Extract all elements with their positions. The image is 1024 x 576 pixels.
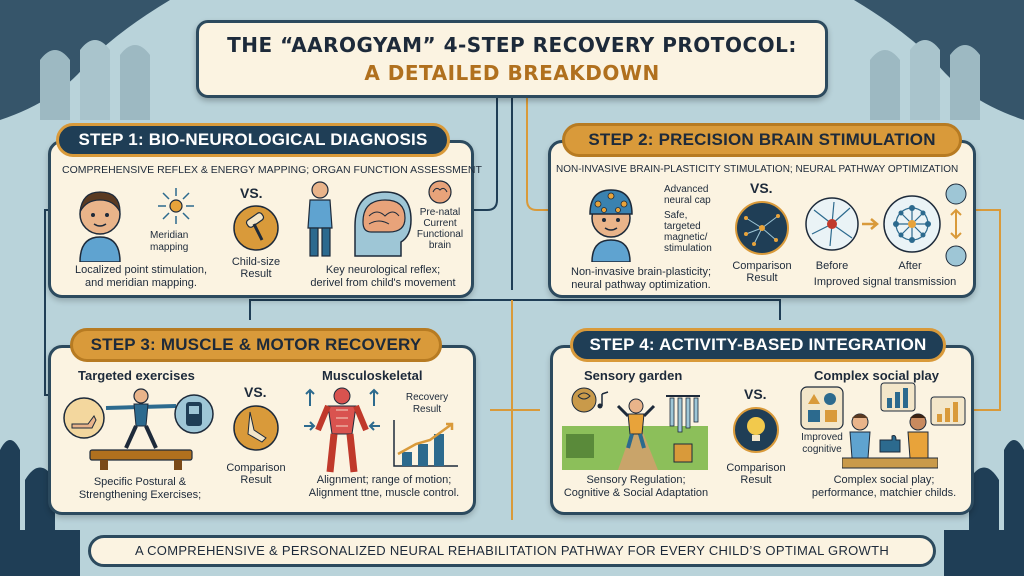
step3-right-caption: Alignment; range of motion; Alignment tt… — [308, 474, 460, 499]
sensory-garden-icon — [562, 387, 708, 470]
balance-beam-child-icon — [89, 388, 193, 470]
signal-indicator-icon — [945, 183, 967, 267]
neural-network-icon — [735, 201, 789, 255]
step1-left-caption: Localized point stimulation, and meridia… — [74, 264, 208, 289]
step4-mid-caption: Comparison Result — [726, 462, 786, 486]
step1-right-caption: Key neurological reflex; derivel from ch… — [310, 264, 456, 289]
step3-recovery-label: Recovery Result — [405, 392, 449, 415]
connector-lines — [44, 98, 1001, 520]
title-box: THE “AAROGYAM” 4-STEP RECOVERY PROTOCOL:… — [196, 20, 828, 98]
step4-left-header: Sensory garden — [584, 368, 683, 383]
shapes-puzzle-icon — [800, 386, 844, 430]
musculoskeletal-figure-icon — [304, 387, 380, 473]
step2-badge: STEP 2: PRECISION BRAIN STIMULATION — [562, 123, 962, 157]
progress-bars-icon-2 — [930, 396, 966, 426]
corner-ornament-bottom-left — [0, 440, 80, 576]
step1-meridian-label: Meridian mapping — [150, 230, 189, 253]
step2-vs: VS. — [750, 180, 773, 196]
step1-prenatal-label: Pre-natal Current Functional brain — [416, 207, 464, 251]
device-icon — [174, 394, 214, 434]
step3-vs: VS. — [244, 384, 267, 400]
children-playing-icon — [842, 413, 938, 469]
step3-right-header: Musculoskeletal — [322, 368, 423, 383]
step2-cap-label-2: Safe, targeted magnetic/ stimulation — [664, 210, 712, 254]
step3-left-header: Targeted exercises — [78, 368, 195, 383]
step3-badge: STEP 3: MUSCLE & MOTOR RECOVERY — [70, 328, 442, 362]
step2-after-label: After — [898, 260, 922, 272]
title-line-1: THE “AAROGYAM” 4-STEP RECOVERY PROTOCOL: — [227, 33, 797, 57]
leg-joint-icon — [233, 405, 279, 451]
step1-vs: VS. — [240, 185, 263, 201]
step4-badge: STEP 4: ACTIVITY-BASED INTEGRATION — [570, 328, 946, 362]
step4-right-caption: Complex social play; performance, matchi… — [811, 474, 957, 499]
step1-subtitle: COMPREHENSIVE REFLEX & ENERGY MAPPING; O… — [62, 164, 482, 176]
recovery-chart-icon — [393, 420, 458, 467]
step2-subtitle: NON-INVASIVE BRAIN-PLASTICITY STIMULATIO… — [556, 164, 959, 175]
corner-ornament-bottom-right — [944, 440, 1024, 576]
foot-exercise-icon — [63, 397, 105, 439]
step4-right-header: Complex social play — [814, 368, 939, 383]
progress-bars-icon-1 — [880, 382, 916, 412]
step1-badge: STEP 1: BIO-NEUROLOGICAL DIAGNOSIS — [56, 123, 450, 157]
step2-before-label: Before — [815, 260, 849, 272]
neuron-before-icon — [805, 197, 859, 251]
arrow-right-icon — [862, 218, 879, 230]
corner-ornament-top-right — [854, 0, 1024, 120]
standing-child-icon — [307, 181, 333, 257]
step2-right-caption: Improved signal transmission — [813, 276, 957, 288]
reflex-hammer-icon — [233, 205, 279, 251]
step1-mid-caption: Child-size Result — [231, 256, 281, 280]
title-line-2: A DETAILED BREAKDOWN — [364, 61, 660, 85]
corner-ornament-top-left — [0, 0, 170, 120]
child-face-icon — [79, 191, 121, 262]
step4-improved-label: Improved cognitive — [801, 432, 843, 455]
step3-mid-caption: Comparison Result — [226, 462, 286, 486]
lightbulb-icon — [733, 407, 779, 453]
step2-mid-caption: Comparison Result — [732, 260, 792, 284]
brain-profile-icon — [354, 191, 412, 257]
footer-banner: A COMPREHENSIVE & PERSONALIZED NEURAL RE… — [88, 535, 936, 567]
step4-left-caption: Sensory Regulation; Cognitive & Social A… — [563, 474, 709, 499]
step3-left-caption: Specific Postural & Strengthening Exerci… — [78, 476, 202, 501]
meridian-star-icon — [158, 188, 194, 224]
child-neural-cap-icon — [589, 189, 633, 262]
step2-left-caption: Non-invasive brain-plasticity; neural pa… — [571, 266, 711, 291]
neuron-after-icon — [883, 195, 941, 253]
step4-vs: VS. — [744, 386, 767, 402]
step2-cap-label-1: Advanced neural cap — [664, 184, 711, 206]
small-brain-icon — [428, 180, 452, 204]
